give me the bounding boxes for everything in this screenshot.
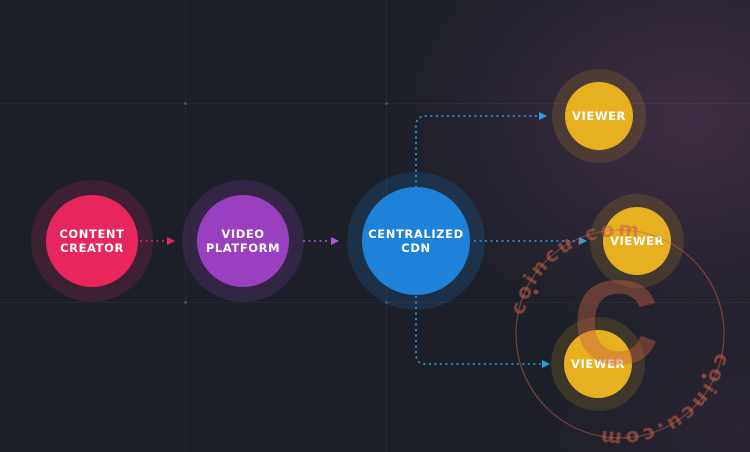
- node-viewer-middle: VIEWER: [603, 207, 671, 275]
- grid-line: [0, 302, 750, 303]
- arrow-head: [579, 237, 587, 245]
- arrow-head: [167, 237, 175, 245]
- node-video-platform: VIDEO PLATFORM: [197, 195, 289, 287]
- grid-dot: [385, 102, 388, 105]
- grid-dot: [385, 301, 388, 304]
- node-viewer-top: VIEWER: [565, 82, 633, 150]
- node-label: VIEWER: [571, 109, 627, 123]
- node-label: CONTENT CREATOR: [59, 227, 125, 255]
- grid-dot: [184, 301, 187, 304]
- grid-line: [185, 0, 186, 452]
- node-label: CENTRALIZED CDN: [368, 227, 464, 255]
- watermark-dot: [533, 289, 539, 295]
- arrow-head: [539, 112, 547, 120]
- watermark-letter: C: [573, 256, 660, 390]
- node-label: VIEWER: [609, 234, 665, 248]
- watermark-ring: [515, 229, 725, 439]
- arrow-head: [331, 237, 339, 245]
- node-label: VIDEO PLATFORM: [205, 227, 281, 255]
- edge-cdn-to-viewer-top: [415, 115, 538, 188]
- arrow-head: [542, 360, 550, 368]
- grid-dot: [184, 102, 187, 105]
- node-centralized-cdn: CENTRALIZED CDN: [362, 187, 470, 295]
- edge-cdn-to-viewer-bottom: [415, 296, 541, 365]
- watermark-dot: [701, 373, 707, 379]
- node-viewer-bottom: VIEWER: [564, 330, 632, 398]
- node-content-creator: CONTENT CREATOR: [46, 195, 138, 287]
- node-label: VIEWER: [570, 357, 626, 371]
- grid-line: [0, 103, 750, 104]
